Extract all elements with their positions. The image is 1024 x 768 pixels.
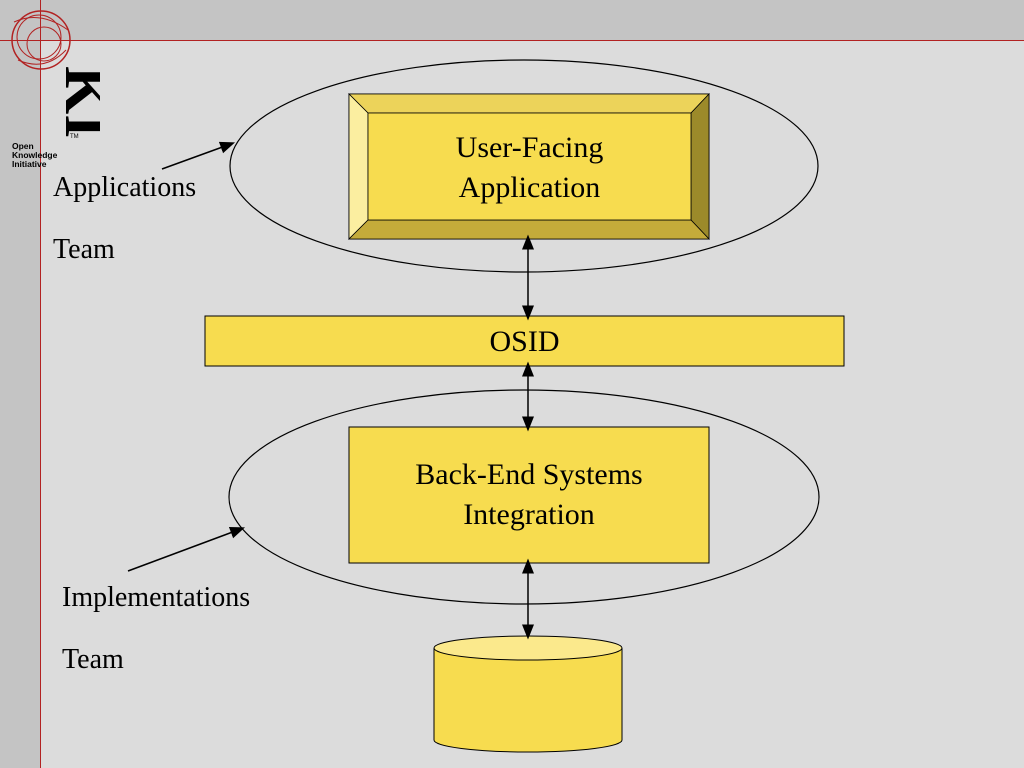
backend-line2: Integration bbox=[463, 498, 595, 531]
applications-label: Applications bbox=[53, 172, 197, 203]
database-cylinder-icon bbox=[433, 635, 623, 753]
applications-pointer-arrow bbox=[161, 141, 236, 170]
implementations-pointer-arrow bbox=[127, 526, 246, 572]
implementations-team-label: Team bbox=[62, 644, 124, 675]
logo-line-open: Open bbox=[12, 141, 34, 151]
backend-line1: Back-End Systems bbox=[415, 458, 643, 491]
user-facing-line2: Application bbox=[458, 171, 601, 204]
applications-team-label: Team bbox=[53, 234, 115, 265]
backend-text: Back-End Systems Integration bbox=[349, 455, 709, 535]
logo-tm: TM bbox=[70, 134, 79, 140]
side-rule bbox=[40, 0, 41, 768]
user-facing-line1: User-Facing bbox=[455, 131, 604, 164]
user-facing-text: User-Facing Application bbox=[368, 128, 691, 208]
user-facing-application-box bbox=[348, 92, 710, 241]
logo-line-initiative: Initiative bbox=[12, 159, 47, 169]
osid-label: OSID bbox=[489, 325, 560, 358]
logo-line-knowledge: Knowledge bbox=[12, 150, 58, 160]
top-rule bbox=[0, 40, 1024, 41]
implementations-label: Implementations bbox=[62, 582, 251, 613]
slide-top-band bbox=[0, 0, 1024, 41]
backend-integration-box bbox=[348, 426, 710, 564]
osid-bar bbox=[204, 315, 845, 367]
slide-side-band bbox=[0, 0, 41, 768]
